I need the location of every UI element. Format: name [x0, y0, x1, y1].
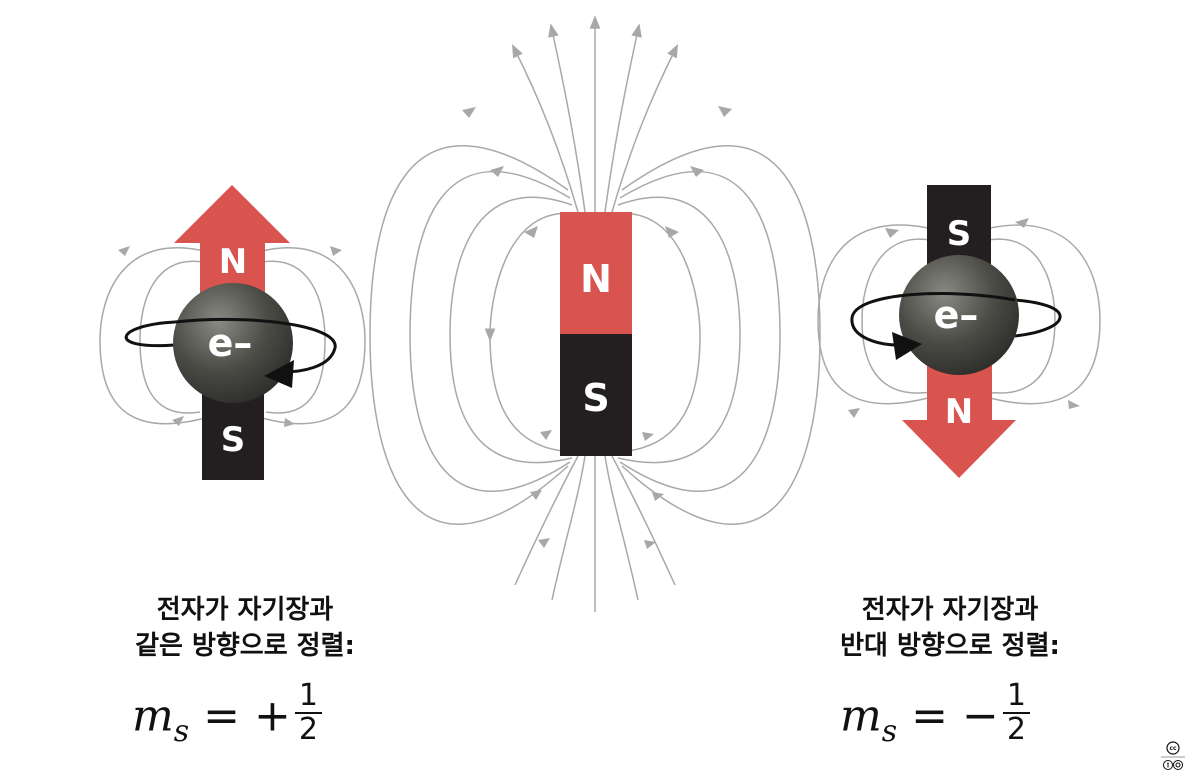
- left-field-lines: [99, 247, 366, 425]
- left-electron-group: S N e–: [99, 185, 366, 480]
- left-eq-symbol: m: [132, 690, 174, 742]
- left-eq-denominator: 2: [298, 712, 318, 747]
- right-caption-line1: 전자가 자기장과: [861, 595, 1039, 625]
- left-north-label: N: [219, 242, 247, 282]
- left-caption: 전자가 자기장과 같은 방향으로 정렬:: [95, 592, 395, 664]
- right-electron-label: e–: [934, 293, 979, 337]
- right-eq-subscript: s: [881, 713, 898, 749]
- right-electron-group: S N e–: [817, 185, 1101, 478]
- left-spin-arrow-icon: [264, 360, 294, 388]
- svg-text:cc: cc: [1169, 745, 1177, 752]
- left-eq-subscript: s: [173, 713, 190, 749]
- right-caption-line2: 반대 방향으로 정렬:: [840, 631, 1060, 661]
- left-caption-line2: 같은 방향으로 정렬:: [135, 631, 355, 661]
- left-caption-line1: 전자가 자기장과: [156, 595, 334, 625]
- right-eq-denominator: 2: [1006, 712, 1026, 747]
- right-eq-equals: =: [911, 690, 949, 742]
- magnet-south-label: S: [582, 376, 609, 420]
- left-electron-sphere: [173, 283, 293, 403]
- right-eq-numerator: 1: [1002, 680, 1030, 714]
- right-caption: 전자가 자기장과 반대 방향으로 정렬:: [790, 592, 1110, 664]
- right-field-lines: [817, 224, 1101, 405]
- right-electron-sphere: [899, 255, 1019, 375]
- magnet-south-pole: [560, 334, 632, 456]
- right-field-arrows: [848, 218, 1080, 418]
- bar-magnet: N S: [560, 212, 632, 456]
- left-eq-equals: =: [203, 690, 241, 742]
- left-south-label: S: [221, 420, 246, 460]
- left-north-arrow: [174, 185, 290, 300]
- right-north-label: N: [945, 392, 973, 432]
- right-eq-sign: −: [962, 690, 999, 742]
- magnet-field-arrows: [462, 106, 732, 549]
- left-field-arrows: [118, 246, 342, 427]
- left-eq-sign: +: [254, 690, 291, 742]
- right-south-label: S: [947, 214, 972, 254]
- right-eq-symbol: m: [840, 690, 882, 742]
- magnet-north-pole: [560, 212, 632, 334]
- magnet-north-label: N: [580, 257, 612, 301]
- right-north-arrow: [902, 360, 1016, 478]
- left-eq-numerator: 1: [294, 680, 322, 714]
- creative-commons-badge-icon: cc: [1161, 741, 1185, 770]
- right-spin-arrow-icon: [892, 332, 922, 360]
- magnet-field-lines: [369, 15, 821, 612]
- left-electron-label: e–: [208, 321, 253, 365]
